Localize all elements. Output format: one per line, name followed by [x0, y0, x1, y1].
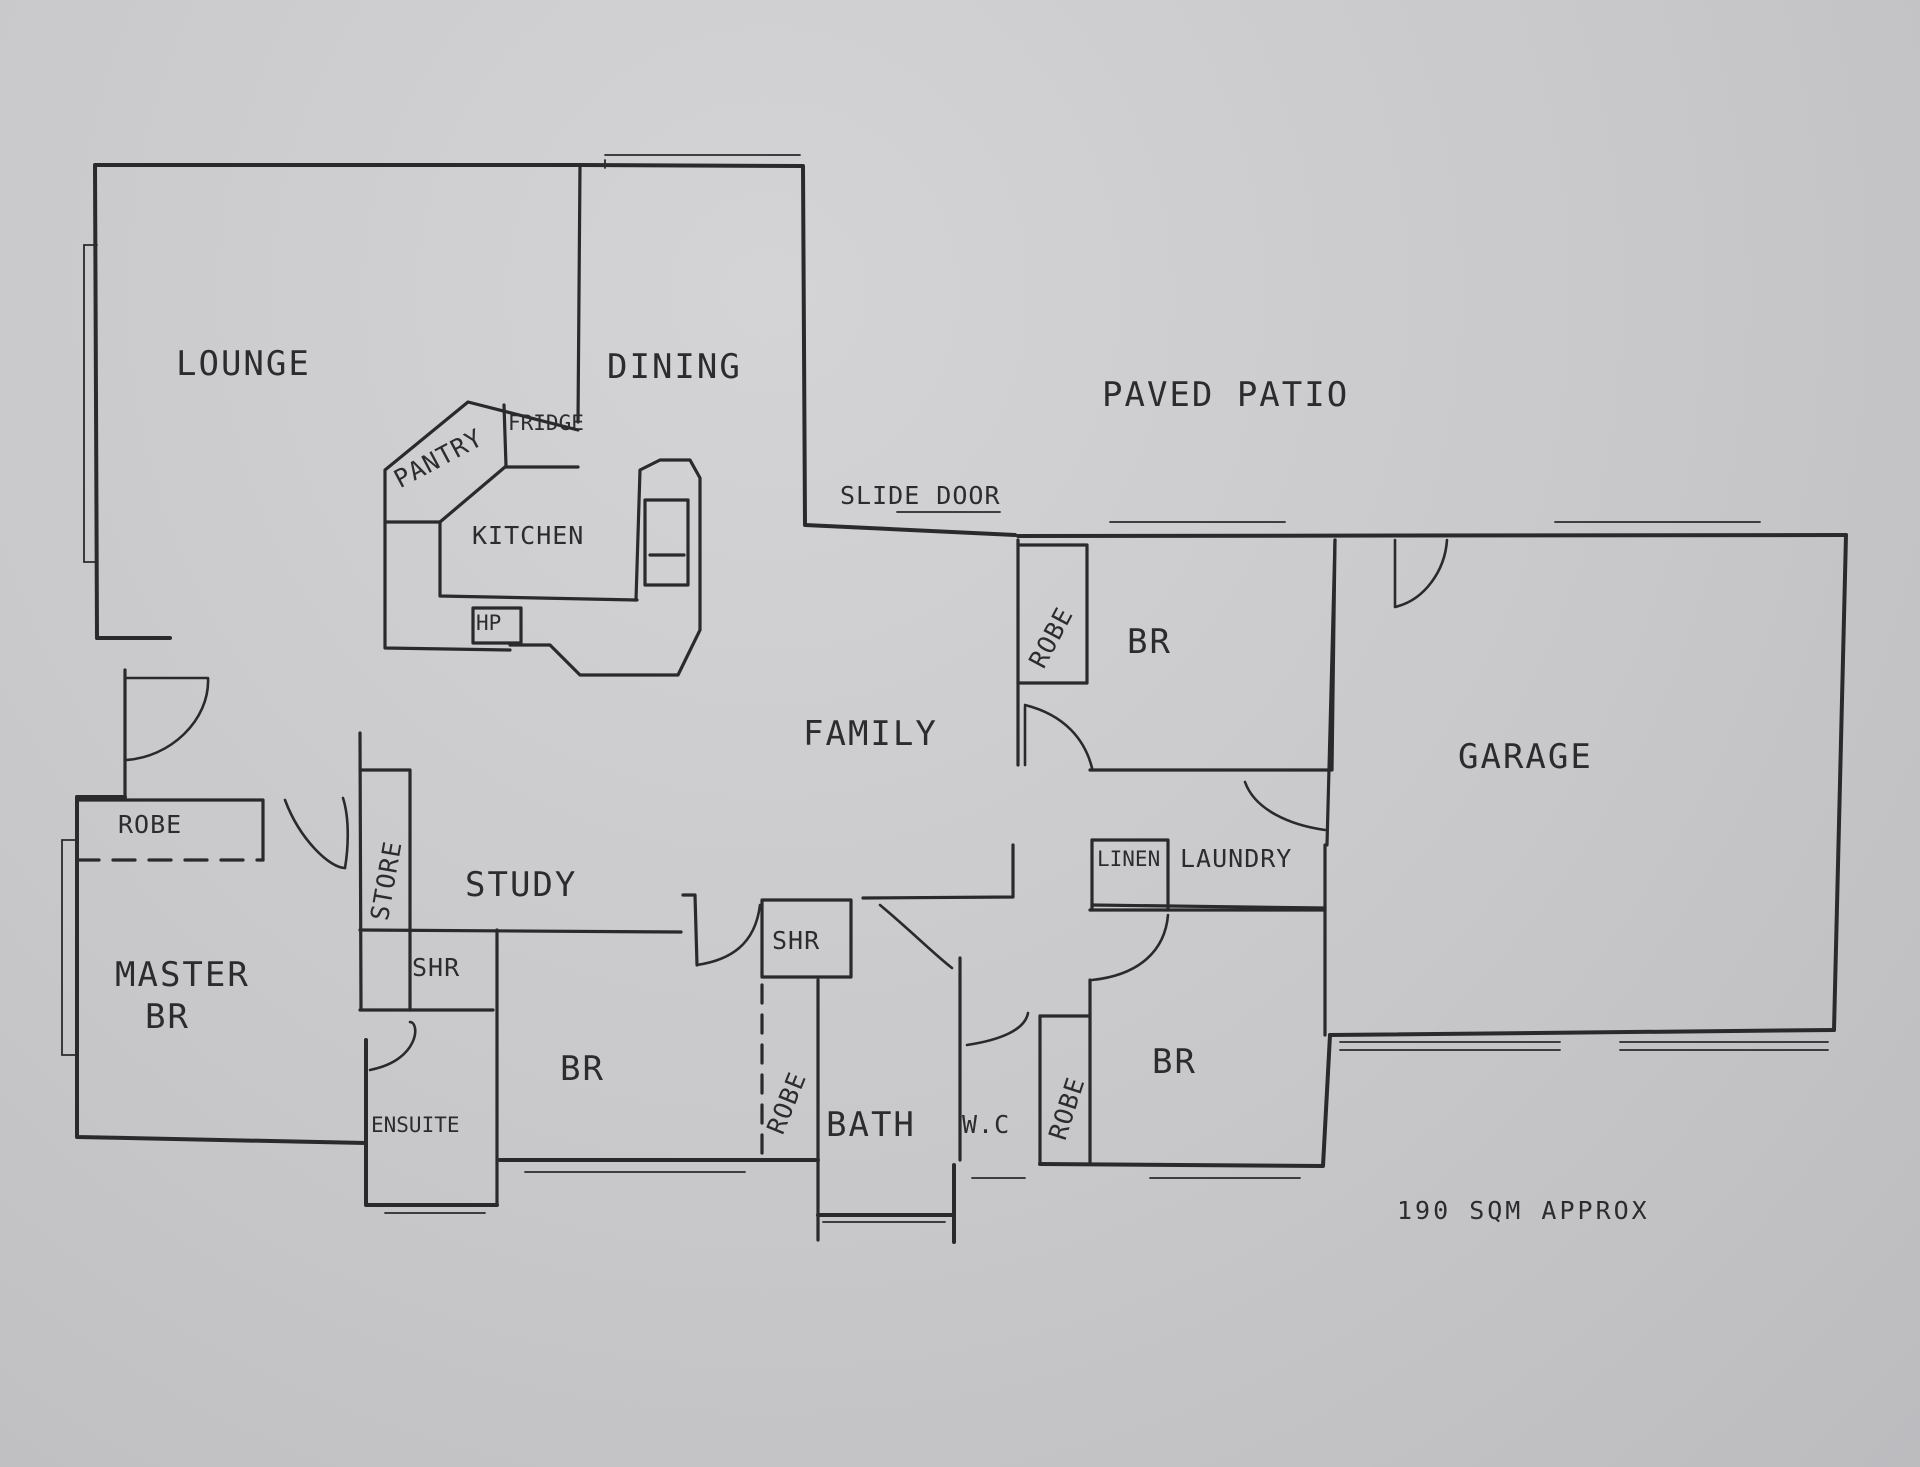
room-label-shr-bath: SHR	[772, 926, 821, 955]
room-label-dining: DINING	[607, 347, 742, 387]
windows	[61, 154, 1829, 1223]
room-label-study: STUDY	[465, 865, 578, 905]
room-label-garage: GARAGE	[1458, 737, 1593, 777]
area-note: 190 SQM APPROX	[1397, 1196, 1650, 1225]
room-label-bath: BATH	[826, 1105, 916, 1145]
room-label-wc: W.C	[962, 1110, 1011, 1139]
room-label-br3: BR	[1152, 1042, 1197, 1082]
area-label-paved-patio: PAVED PATIO	[1102, 375, 1350, 415]
room-label-br2: BR	[560, 1049, 605, 1089]
exterior-walls	[75, 163, 1848, 1244]
room-label-family: FAMILY	[803, 714, 938, 754]
interior-walls	[75, 163, 1337, 1242]
room-label-fridge: FRIDGE	[508, 411, 584, 435]
room-label-ensuite: ENSUITE	[371, 1113, 460, 1137]
appliance-label-hp: HP	[476, 611, 502, 635]
room-label-shr-ensuite: SHR	[412, 953, 461, 982]
room-label-linen: LINEN	[1097, 847, 1161, 871]
room-label-br1: BR	[1127, 622, 1172, 662]
room-label-master-br-line2: BR	[145, 997, 190, 1037]
door-label-slide-door: SLIDE DOOR	[840, 481, 1001, 510]
room-label-laundry: LAUNDRY	[1180, 844, 1293, 873]
room-label-master-br-line1: MASTER	[115, 955, 250, 995]
room-label-kitchen: KITCHEN	[472, 521, 585, 550]
room-label-lounge: LOUNGE	[176, 344, 311, 384]
room-label-robe-master: ROBE	[118, 810, 183, 839]
door-swings	[123, 538, 1449, 1072]
